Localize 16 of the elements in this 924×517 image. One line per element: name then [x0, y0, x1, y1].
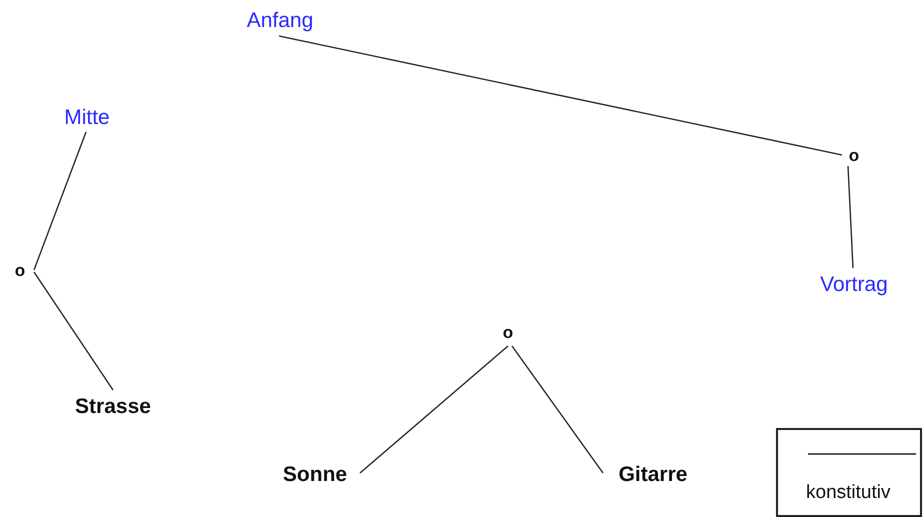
- connector-line: [360, 346, 508, 474]
- word-label: Strasse: [75, 395, 151, 419]
- junction-mark: o: [848, 146, 860, 166]
- connector-line: [847, 166, 854, 268]
- word-label: Gitarre: [618, 463, 688, 487]
- concept-label: Anfang: [246, 9, 314, 33]
- connector-line: [278, 35, 842, 156]
- concept-label: Vortrag: [820, 273, 888, 297]
- word-label: Sonne: [282, 463, 348, 487]
- concept-label: Mitte: [64, 106, 110, 130]
- junction-mark: o: [502, 323, 514, 343]
- connector-line: [33, 272, 114, 390]
- junction-mark: o: [14, 261, 26, 281]
- connector-line: [33, 132, 87, 270]
- connector-line: [511, 346, 604, 474]
- legend-text: konstitutiv: [806, 482, 890, 504]
